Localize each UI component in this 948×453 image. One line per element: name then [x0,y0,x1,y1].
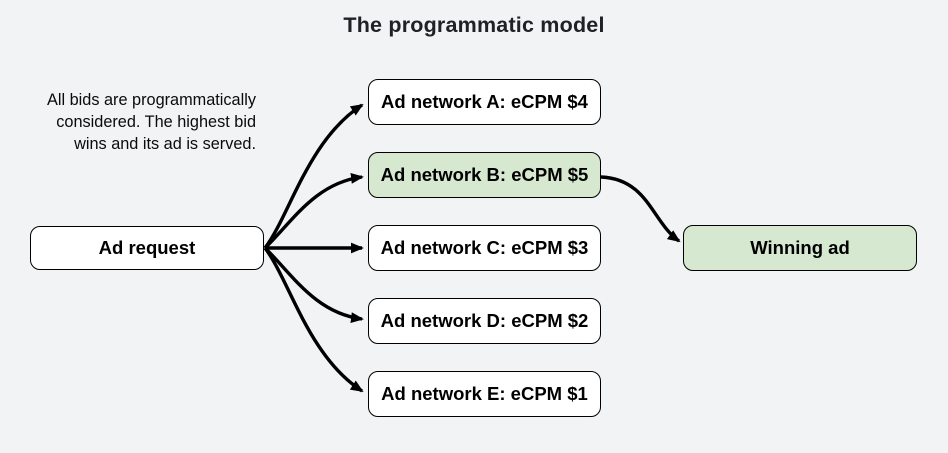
node-ad-network-b-highest-bid: Ad network B: eCPM $5 [368,152,601,198]
node-ad-request-label: Ad request [98,237,196,258]
arrow-ad-request-to-network-b [263,173,364,250]
node-ad-network-a-label: Ad network A: eCPM $4 [381,91,588,112]
node-ad-network-c: Ad network C: eCPM $3 [368,225,601,271]
node-ad-request: Ad request [30,226,264,270]
node-ad-network-d: Ad network D: eCPM $2 [368,298,601,344]
arrow-ad-request-to-network-d [263,246,364,323]
caption-line-1: All bids are programmatically [46,91,256,109]
node-ad-network-d-label: Ad network D: eCPM $2 [380,310,589,331]
caption-line-2: considered. The highest bid [56,113,256,131]
node-ad-network-e-label: Ad network E: eCPM $1 [381,383,588,404]
node-winning-ad-label: Winning ad [750,237,850,258]
caption-line-3: wins and its ad is served. [74,135,256,153]
node-ad-network-a: Ad network A: eCPM $4 [368,79,601,125]
node-winning-ad: Winning ad [683,225,917,271]
arrow-ad-request-to-network-a [263,103,364,250]
node-ad-network-c-label: Ad network C: eCPM $3 [380,237,589,258]
arrow-network-b-to-winning-ad [600,175,681,243]
arrow-ad-request-to-network-e [263,246,364,393]
node-ad-network-b-label: Ad network B: eCPM $5 [380,164,589,185]
node-ad-network-e: Ad network E: eCPM $1 [368,371,601,417]
caption-text: All bids are programmatically considered… [8,89,256,155]
diagram-title: The programmatic model [343,13,605,37]
